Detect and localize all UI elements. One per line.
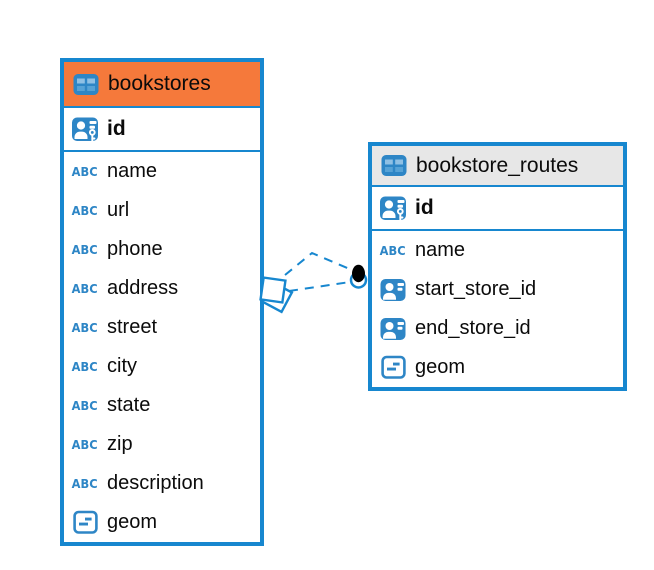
relationship-edge-lower[interactable]	[288, 281, 351, 292]
abc-icon: ABC	[72, 476, 98, 491]
abc-icon: ABC	[72, 242, 98, 257]
table-header-bookstores[interactable]: bookstores	[64, 62, 260, 108]
many-end-marker[interactable]	[259, 276, 294, 314]
column-name: name	[107, 160, 158, 182]
user-card-icon	[378, 277, 408, 303]
column-row[interactable]: ABC state	[64, 386, 260, 425]
abc-icon: ABC	[72, 437, 98, 452]
column-name: city	[107, 355, 137, 377]
table-icon	[73, 73, 99, 96]
column-name: state	[107, 394, 151, 416]
column-row[interactable]: geom	[64, 503, 260, 542]
column-name: phone	[107, 238, 163, 260]
table-title: bookstores	[108, 72, 211, 95]
abc-icon: ABC	[72, 398, 98, 413]
column-row-primary-key[interactable]: id	[64, 108, 260, 152]
column-row[interactable]: ABC description	[64, 464, 260, 503]
column-row[interactable]: start_store_id	[372, 270, 623, 309]
column-row[interactable]: end_store_id	[372, 309, 623, 348]
user-card-icon	[378, 316, 408, 342]
table-icon	[381, 154, 407, 177]
column-name: description	[107, 472, 204, 494]
user-key-icon	[70, 115, 100, 143]
table-title: bookstore_routes	[416, 153, 579, 177]
column-row[interactable]: ABC zip	[64, 425, 260, 464]
column-name: start_store_id	[415, 278, 537, 300]
column-row[interactable]: ABC street	[64, 308, 260, 347]
column-name: geom	[107, 511, 158, 533]
abc-icon: ABC	[72, 164, 98, 179]
abc-icon: ABC	[380, 243, 406, 258]
one-end-marker[interactable]	[349, 264, 368, 289]
column-row[interactable]: ABC address	[64, 269, 260, 308]
column-row[interactable]: geom	[372, 348, 623, 387]
column-row[interactable]: ABC name	[372, 231, 623, 270]
user-key-icon	[378, 194, 408, 222]
abc-icon: ABC	[72, 359, 98, 374]
column-name: address	[107, 277, 179, 299]
abc-icon: ABC	[72, 281, 98, 296]
column-row[interactable]: ABC city	[64, 347, 260, 386]
column-row[interactable]: ABC name	[64, 152, 260, 191]
abc-icon: ABC	[72, 320, 98, 335]
column-name: street	[107, 316, 158, 338]
column-row-primary-key[interactable]: id	[372, 187, 623, 231]
column-name: name	[415, 239, 466, 261]
table-header-bookstore-routes[interactable]: bookstore_routes	[372, 146, 623, 187]
column-name: zip	[107, 433, 133, 455]
column-row[interactable]: ABC phone	[64, 230, 260, 269]
abc-icon: ABC	[72, 203, 98, 218]
column-name: id	[107, 117, 126, 140]
column-name: url	[107, 199, 130, 221]
geometry-icon	[70, 510, 100, 535]
column-name: geom	[415, 356, 466, 378]
column-name: end_store_id	[415, 317, 531, 339]
geometry-icon	[378, 355, 408, 380]
column-row[interactable]: ABC url	[64, 191, 260, 230]
column-name: id	[415, 196, 434, 219]
relationship-edge-upper[interactable]	[284, 251, 353, 276]
